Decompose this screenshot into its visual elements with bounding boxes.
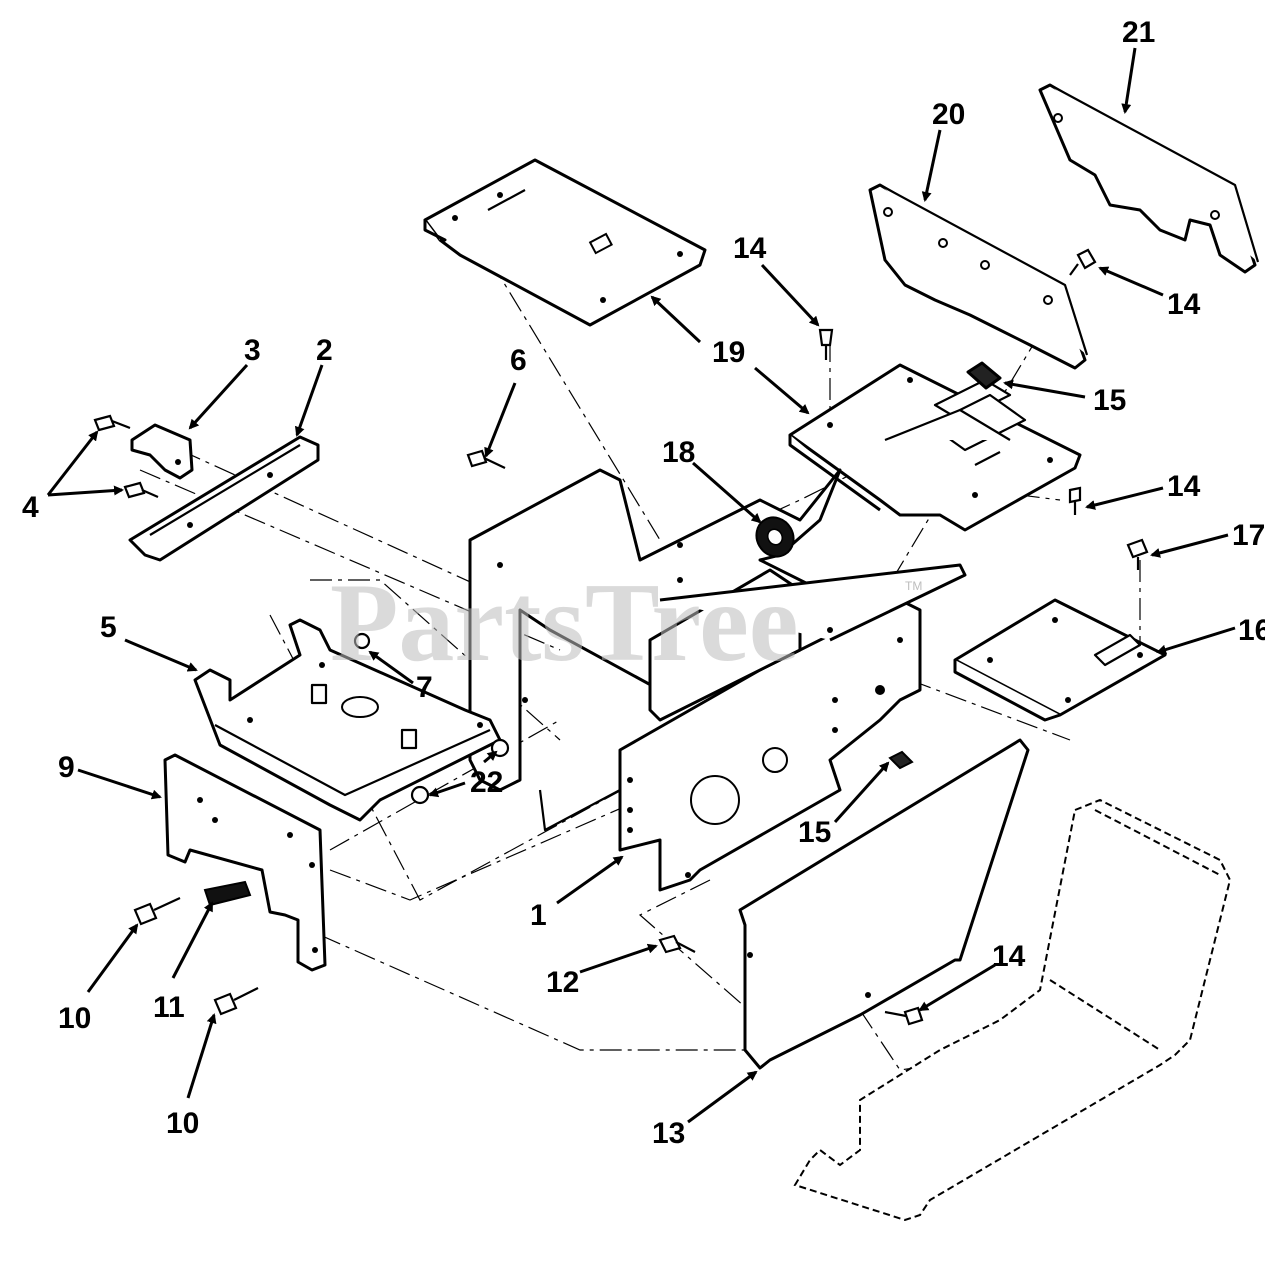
part-14-screws — [818, 248, 1097, 1026]
callout-7: 7 — [416, 671, 433, 704]
callout-18: 18 — [662, 436, 695, 469]
part-20-side-plate — [868, 183, 1089, 370]
callout-13: 13 — [652, 1117, 685, 1150]
callout-3: 3 — [244, 334, 261, 367]
part-4-screws — [93, 414, 159, 499]
callout-20: 20 — [932, 98, 965, 131]
part-5-bracket — [193, 618, 502, 822]
part-19-top-plate — [423, 158, 707, 327]
callout-4: 4 — [22, 491, 39, 524]
part-7-nut — [353, 632, 371, 650]
callout-15: 15 — [798, 816, 831, 849]
callout-22: 22 — [470, 766, 503, 799]
part-21-side-plate — [1038, 83, 1260, 274]
callout-9: 9 — [58, 751, 75, 784]
callout-2: 2 — [316, 334, 333, 367]
part-13-side-cover — [738, 738, 1030, 1070]
dashed-floor-cover — [793, 798, 1232, 1222]
part-2-rail — [128, 435, 320, 562]
callout-10: 10 — [58, 1002, 91, 1035]
callout-14: 14 — [992, 940, 1026, 973]
part-16-bracket — [953, 598, 1167, 722]
control-plate — [788, 363, 1082, 532]
callout-1: 1 — [530, 899, 547, 932]
part-6-screw — [466, 449, 506, 469]
callout-14: 14 — [1167, 288, 1201, 321]
part-1-main-frame — [468, 468, 967, 892]
part-15-clip-upper — [966, 361, 1002, 390]
callout-19: 19 — [712, 336, 745, 369]
callout-12: 12 — [546, 966, 579, 999]
part-3-bracket — [130, 423, 194, 480]
callout-21: 21 — [1122, 16, 1155, 49]
callout-15: 15 — [1093, 384, 1126, 417]
part-18-knob — [755, 516, 795, 558]
callout-6: 6 — [510, 344, 527, 377]
callout-10: 10 — [166, 1107, 199, 1140]
part-9-panel — [163, 753, 327, 972]
callout-14: 14 — [733, 232, 767, 265]
svg-text:PartsTree: PartsTree — [330, 561, 799, 685]
watermark: PartsTree TM — [330, 561, 922, 685]
leader-arrows — [46, 47, 1236, 1124]
callout-16: 16 — [1238, 614, 1265, 647]
callout-11: 11 — [153, 991, 185, 1024]
part-12-screw — [658, 934, 696, 954]
part-10-bolts — [133, 897, 259, 1016]
part-15-clip-lower — [888, 750, 914, 770]
callout-labels: 21 20 14 14 19 15 14 17 16 18 6 3 2 4 5 … — [22, 16, 1265, 1150]
part-17-bolt — [1126, 538, 1149, 570]
callout-5: 5 — [100, 611, 117, 644]
callout-17: 17 — [1232, 519, 1265, 552]
svg-text:TM: TM — [905, 579, 922, 593]
callout-14: 14 — [1167, 470, 1201, 503]
part-11-spacer — [203, 880, 252, 907]
